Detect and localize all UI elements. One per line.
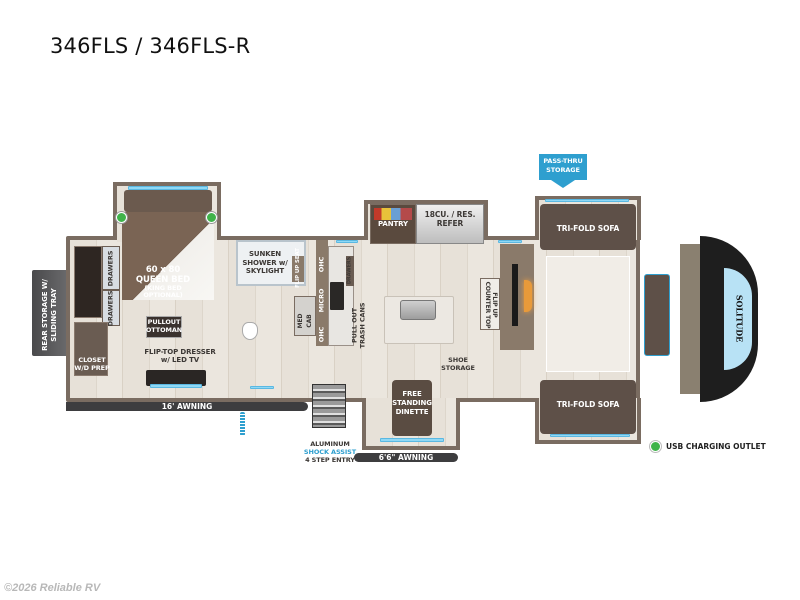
shoe-storage-label: SHOE STORAGE	[441, 356, 475, 372]
drawers-upper	[102, 246, 120, 290]
bed-option-label: (KING BED OPTIONAL)	[143, 284, 183, 299]
bed-led	[128, 186, 208, 190]
bed	[122, 212, 214, 300]
flip-up-seat	[292, 256, 304, 282]
sewer-hose	[240, 412, 245, 436]
pullout-ottoman-label: PULLOUT OTTOMAN	[145, 318, 183, 334]
kitchen-island	[384, 296, 454, 344]
pass-thru-arrow	[551, 180, 575, 188]
rear-awning: 16' AWNING	[66, 402, 308, 411]
pantry-items	[374, 208, 412, 220]
flip-up-seat-label: FLIP UP SEAT	[295, 248, 301, 288]
entry-label-1: ALUMINUM	[310, 440, 350, 448]
dresser-led	[150, 384, 202, 388]
bed-headboard	[124, 190, 212, 212]
dinette-awning: 6'6" AWNING	[354, 453, 458, 462]
sink	[400, 300, 436, 320]
toilet	[242, 322, 258, 340]
bath-led	[250, 386, 274, 389]
counter-top	[480, 278, 500, 330]
sofa-bottom-label: TRI-FOLD SOFA	[556, 400, 620, 409]
usb-legend-icon	[650, 441, 661, 452]
theater-seats	[644, 274, 670, 356]
shower-label: SUNKEN SHOWER w/ SKYLIGHT	[242, 250, 288, 275]
med-cab-label: MED CAB	[297, 313, 313, 329]
refer	[416, 204, 484, 244]
sofa-bottom	[540, 380, 636, 434]
dinette-label: FREE STANDING DINETTE	[392, 390, 432, 416]
entry-steps	[312, 384, 346, 428]
pass-thru-label: PASS-THRU STORAGE	[543, 157, 583, 174]
entry-label-2: SHOCK ASSIST	[303, 448, 357, 456]
refer-label: 18CU. / RES. REFER	[424, 210, 476, 228]
rear-storage	[32, 270, 68, 356]
page-title: 346FLS / 346FLS-R	[50, 34, 251, 58]
rear-storage-label: REAR STORAGE W/ SLIDING TRAY	[41, 279, 58, 351]
usb-legend: USB CHARGING OUTLET	[650, 441, 766, 452]
dresser-label: FLIP-TOP DRESSER w/ LED TV	[144, 348, 216, 364]
wardrobe	[74, 246, 102, 318]
usb-outlet-right	[206, 212, 217, 223]
med-cab	[294, 296, 316, 336]
dresser-tv	[146, 370, 206, 386]
pullout-ottoman	[146, 316, 182, 338]
trash-label: PULL OUT TRASH CANS	[350, 302, 367, 349]
drawers-kitchen-label: DRAWERS	[346, 256, 353, 285]
dinette-led	[380, 438, 444, 442]
usb-legend-label: USB CHARGING OUTLET	[666, 442, 766, 451]
ohc-lower-label: OHC	[317, 326, 326, 343]
entry-label-3: 4 STEP ENTRY	[305, 456, 355, 464]
drawers-lower	[102, 290, 120, 326]
ohc-column	[316, 240, 328, 346]
pantry-label: PANTRY	[377, 220, 408, 228]
sofa-top-label: TRI-FOLD SOFA	[556, 224, 620, 233]
bed-name-label: QUEEN BED	[135, 275, 191, 285]
sofa-bottom-led	[550, 434, 630, 437]
brand-label: SOLITUDE	[734, 294, 745, 343]
kitchen-led	[336, 240, 358, 243]
tv	[512, 264, 518, 326]
sofa-top	[540, 204, 636, 250]
pass-thru-storage	[539, 154, 587, 180]
dinette-table	[392, 380, 432, 436]
front-cap-window	[724, 268, 752, 370]
closet-label: CLOSET W/D PREP	[74, 356, 110, 372]
ent-led	[498, 240, 522, 243]
kitchen-drawers	[346, 256, 354, 286]
usb-outlet-left	[116, 212, 127, 223]
closet	[74, 322, 108, 376]
micro-label: MICRO	[317, 288, 326, 313]
sofa-top-led	[545, 199, 629, 202]
ohc-upper-label: OHC	[317, 256, 326, 273]
bed-size-label: 60 x 80	[145, 265, 181, 275]
front-cabinet	[680, 244, 702, 394]
rug	[546, 256, 630, 372]
counter-top-label: FLIP UP COUNTER TOP	[484, 281, 498, 329]
fireplace	[524, 280, 532, 312]
stove	[330, 282, 344, 310]
footer-copyright: ©2026 Reliable RV	[4, 582, 101, 594]
